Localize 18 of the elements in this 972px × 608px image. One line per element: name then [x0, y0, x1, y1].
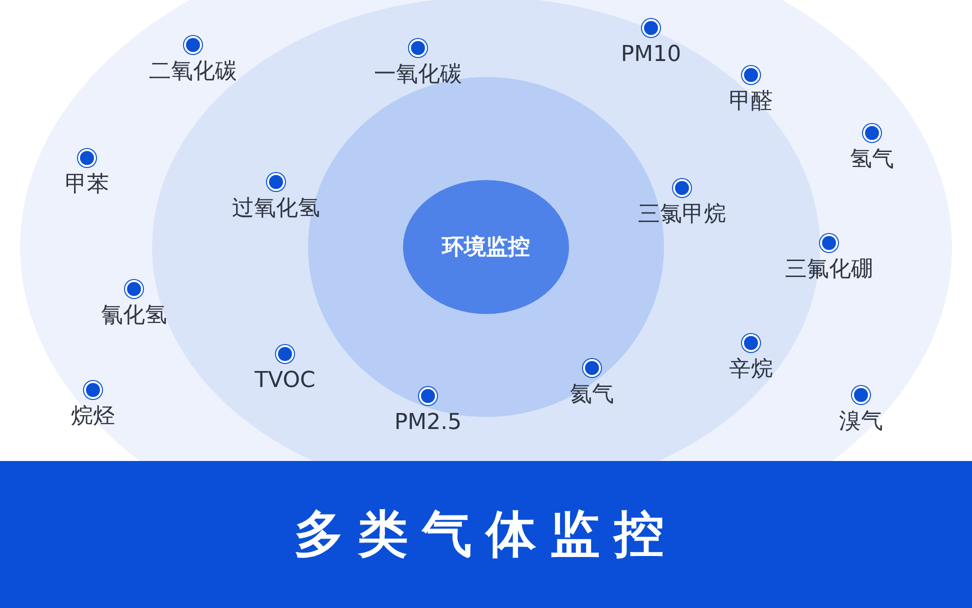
gas-label: 三氟化硼: [785, 257, 873, 283]
gas-label: 甲醛: [729, 89, 773, 115]
gas-label: 三氯甲烷: [638, 202, 726, 228]
gas-label: 烷烃: [71, 404, 115, 430]
gas-label: 氰化氢: [101, 303, 167, 329]
node-label: 环境监控: [442, 234, 530, 262]
gas-label: 一氧化碳: [374, 62, 462, 88]
gas-label: 辛烷: [729, 357, 773, 383]
gas-label: PM2.5: [394, 410, 462, 436]
gas-label: 氢气: [850, 147, 894, 173]
gas-label: 氦气: [570, 382, 614, 408]
gas-label: 过氧化氢: [232, 196, 320, 222]
gas-label: 甲苯: [65, 172, 109, 198]
gas-label: 二氧化碳: [149, 59, 237, 85]
gas-label: PM10: [620, 42, 682, 68]
gas-label: 溴气: [839, 409, 883, 435]
gas-label: TVOC: [254, 368, 316, 394]
title: 多类气体监控: [294, 504, 678, 565]
